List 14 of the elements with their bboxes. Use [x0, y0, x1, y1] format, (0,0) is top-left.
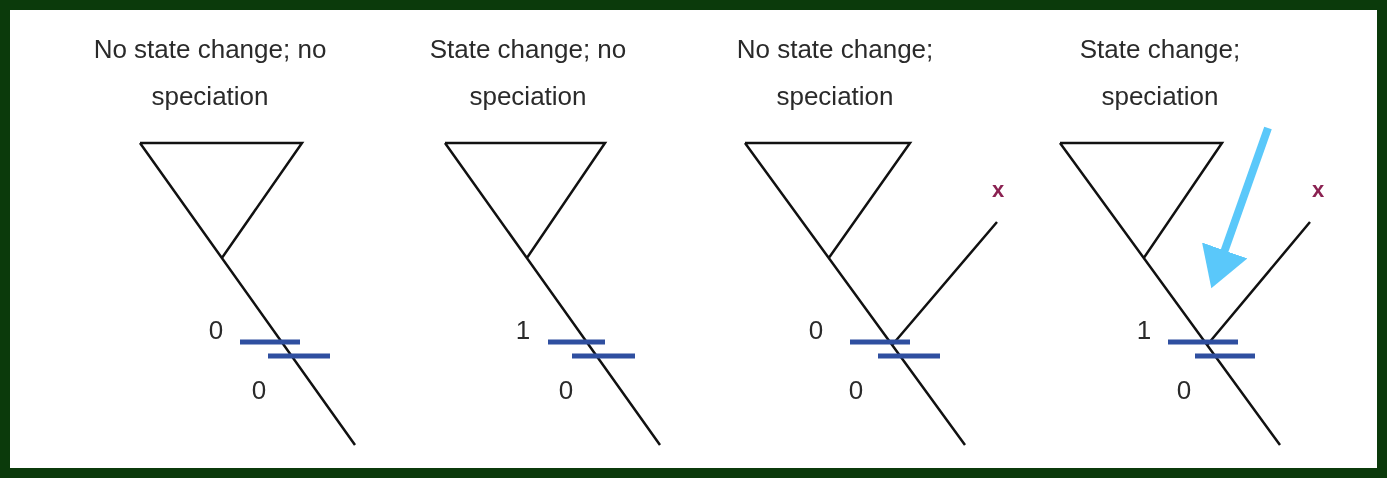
state-value: 0 [1176, 374, 1192, 406]
panel-title: No state change; no speciation [92, 33, 328, 113]
state-value: 0 [208, 314, 224, 346]
state-value: 0 [558, 374, 574, 406]
extinction-mark: x [1311, 177, 1325, 203]
panel-title: State change; no speciation [428, 33, 628, 113]
state-value: 0 [808, 314, 824, 346]
extinction-mark: x [991, 177, 1005, 203]
state-value: 0 [848, 374, 864, 406]
state-value: 1 [1136, 314, 1152, 346]
panel-title: State change; speciation [1078, 33, 1242, 113]
panel-title: No state change; speciation [735, 33, 935, 113]
state-value: 0 [251, 374, 267, 406]
state-value: 1 [515, 314, 531, 346]
